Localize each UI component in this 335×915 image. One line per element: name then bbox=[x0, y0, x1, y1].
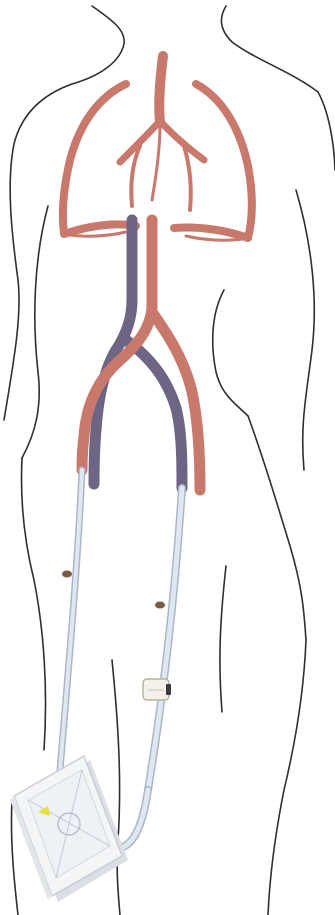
clamp-icon bbox=[143, 679, 171, 700]
trachea bbox=[159, 56, 163, 122]
leg-right-outline bbox=[268, 640, 306, 915]
bronchiole-right-1 bbox=[184, 146, 191, 210]
bronchiole-left-1 bbox=[131, 146, 140, 206]
clamp-tab bbox=[166, 684, 171, 695]
leg-inner-outline bbox=[112, 660, 120, 915]
arm-right-inner-outline bbox=[296, 190, 314, 470]
bronchiole-center bbox=[152, 124, 160, 200]
lung-right bbox=[174, 84, 252, 238]
vein-icon bbox=[94, 220, 182, 488]
hip-right-outline bbox=[248, 416, 306, 640]
connector-left bbox=[62, 571, 72, 578]
hip-left-outline bbox=[22, 458, 46, 750]
bronchus-left bbox=[120, 122, 159, 162]
device-icon bbox=[10, 756, 128, 902]
neck-right-outline bbox=[221, 6, 318, 92]
lungs-icon bbox=[63, 56, 252, 240]
connector-right bbox=[155, 602, 165, 609]
leg-inner-right-outline bbox=[220, 566, 226, 712]
bronchus-right bbox=[161, 122, 204, 160]
iliac-vein-right bbox=[126, 340, 182, 488]
neck-left-outline bbox=[72, 6, 124, 84]
vena-cava bbox=[116, 220, 132, 350]
waist-right-outline bbox=[213, 290, 248, 416]
shoulder-right-outline bbox=[318, 92, 335, 170]
catheter-left bbox=[60, 470, 82, 770]
arm-left-inner-outline bbox=[22, 206, 48, 458]
